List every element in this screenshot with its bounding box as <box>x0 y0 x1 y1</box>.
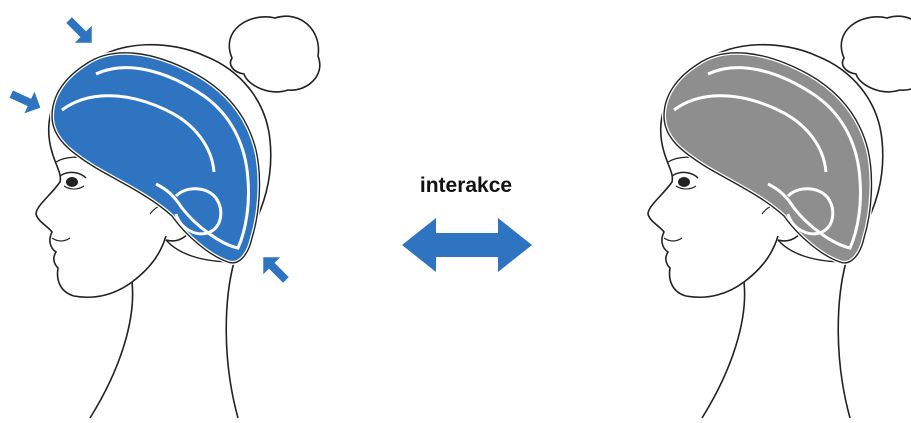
pressure-arrow-icon <box>263 257 289 283</box>
interaction-label: interakce <box>419 174 513 197</box>
pressure-arrow-icon <box>66 17 92 43</box>
head-left <box>35 15 321 419</box>
headband-right <box>662 50 874 265</box>
head-right <box>647 15 911 419</box>
double-arrow-icon <box>402 218 532 272</box>
pressure-arrow-icon <box>9 90 41 114</box>
headband-left <box>50 50 262 265</box>
